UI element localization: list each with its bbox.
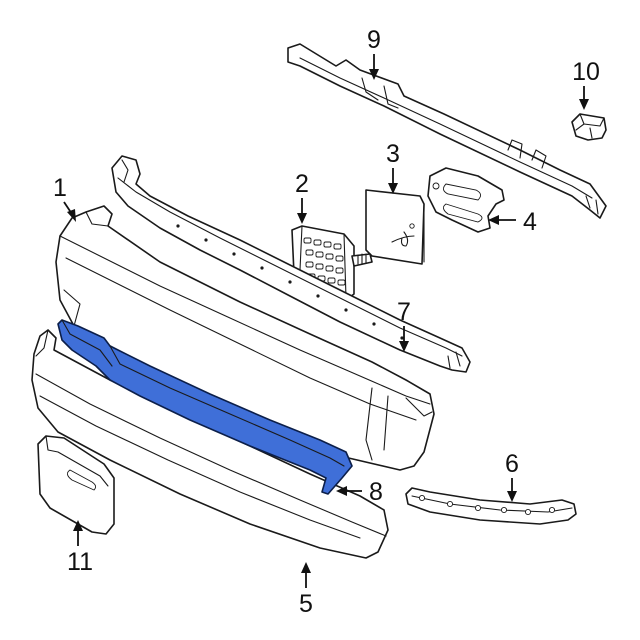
callout-3-label: 3	[386, 140, 400, 168]
part-10-bracket[interactable]	[571, 113, 607, 141]
part-5-lower-bumper[interactable]	[31, 329, 389, 559]
callout-10-label: 10	[572, 58, 600, 86]
callout-5: 5	[299, 562, 313, 618]
callout-1-label: 1	[53, 174, 67, 202]
callout-4: 4	[488, 208, 537, 236]
callout-11: 11	[67, 520, 93, 576]
part-4-bracket[interactable]	[427, 167, 505, 233]
callout-11-label: 11	[67, 548, 93, 576]
part-6-side-bracket[interactable]	[405, 487, 577, 525]
part-11-bracket[interactable]	[37, 435, 115, 535]
callouts: 1 2 3 4 5 6 7	[53, 26, 600, 618]
callout-3: 3	[386, 140, 400, 194]
callout-8: 8	[336, 478, 383, 506]
callout-1: 1	[53, 174, 76, 222]
callout-4-label: 4	[523, 208, 537, 236]
part-3-plate[interactable]	[365, 189, 425, 265]
callout-7-label: 7	[397, 298, 411, 326]
callout-5-label: 5	[299, 590, 313, 618]
callout-7: 7	[397, 298, 411, 352]
callout-8-label: 8	[369, 478, 383, 506]
callout-6: 6	[505, 450, 519, 502]
absorber-highlight	[57, 319, 353, 495]
callout-9: 9	[367, 26, 381, 80]
part-8-absorber[interactable]	[57, 319, 353, 495]
callout-6-label: 6	[505, 450, 519, 478]
part-7-retainer[interactable]	[111, 155, 471, 373]
callout-2-label: 2	[295, 170, 309, 198]
part-1-bumper-cover[interactable]	[55, 205, 435, 471]
callout-9-label: 9	[367, 26, 381, 54]
callout-2: 2	[295, 170, 309, 224]
callout-10: 10	[572, 58, 600, 110]
part-9-reinforcement-beam[interactable]	[287, 43, 607, 219]
